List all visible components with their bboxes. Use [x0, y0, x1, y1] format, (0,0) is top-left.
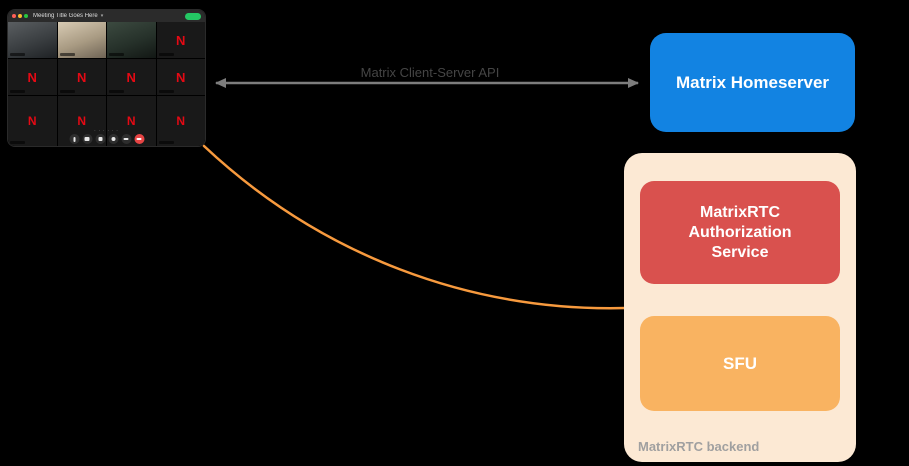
participant-name-pill [59, 53, 75, 56]
close-icon[interactable] [12, 14, 16, 18]
sfu-connection-curve [202, 144, 628, 310]
video-tile [8, 22, 57, 58]
hangup-button[interactable] [134, 134, 144, 144]
video-tile [57, 22, 106, 58]
video-tile: N [107, 59, 156, 95]
video-tile: N [57, 59, 106, 95]
sfu-label: SFU [723, 353, 757, 373]
n-logo-icon: N [176, 32, 186, 48]
n-logo-icon: N [77, 69, 87, 85]
video-tile: N [8, 96, 57, 146]
video-tile: N [156, 22, 205, 58]
control-buttons [69, 134, 144, 144]
zoom-icon[interactable] [24, 14, 28, 18]
sfu-box: SFU [640, 316, 840, 411]
screenshare-icon [98, 137, 102, 141]
pagination-dots: · · · · · · [94, 128, 119, 133]
video-tile-grid: N N N N N N N N N [8, 22, 205, 146]
screenshare-button[interactable] [95, 134, 105, 144]
n-logo-icon: N [126, 69, 136, 85]
mic-icon [73, 136, 75, 142]
hangup-icon [136, 138, 142, 140]
camera-button[interactable] [82, 134, 92, 144]
hand-icon [111, 137, 115, 141]
video-tile: N [156, 59, 205, 95]
participant-name-pill [158, 141, 174, 144]
backend-container-label: MatrixRTC backend [638, 439, 760, 454]
minimize-icon[interactable] [18, 14, 22, 18]
authorization-service-box: MatrixRTC Authorization Service [640, 181, 840, 284]
chevron-down-icon: ▾ [100, 13, 104, 19]
participant-name-pill [59, 90, 75, 93]
window-titlebar: Meeting Title Goes Here ▾ [8, 10, 205, 22]
video-tile [107, 22, 156, 58]
meeting-status-pill[interactable] [185, 12, 201, 20]
n-logo-icon: N [176, 69, 186, 85]
matrix-homeserver-label: Matrix Homeserver [675, 72, 830, 92]
authorization-service-label: MatrixRTC Authorization Service [688, 203, 792, 261]
n-logo-icon: N [27, 69, 37, 85]
mic-button[interactable] [69, 134, 79, 144]
call-controls: · · · · · · [69, 129, 144, 144]
n-logo-icon: N [27, 114, 37, 128]
api-arrow-label: Matrix Client-Server API [360, 65, 500, 80]
n-logo-icon: N [176, 114, 186, 128]
n-logo-icon: N [126, 114, 136, 128]
video-tile: N [156, 96, 205, 146]
participant-name-pill [10, 90, 25, 93]
participant-name-pill [158, 90, 174, 93]
participant-name-pill [158, 53, 174, 56]
matrix-homeserver-box: Matrix Homeserver [650, 33, 855, 132]
matrixrtc-backend-container: MatrixRTC Authorization Service SFU Matr… [624, 153, 856, 462]
video-tile: N [8, 59, 57, 95]
participant-name-pill [109, 90, 124, 93]
participant-name-pill [109, 53, 124, 56]
participant-name-pill [10, 53, 25, 56]
n-logo-icon: N [77, 114, 87, 128]
reactions-button[interactable] [108, 134, 118, 144]
video-call-window: Meeting Title Goes Here ▾ N N N N N N N … [8, 10, 205, 146]
camera-icon [84, 137, 90, 141]
participant-name-pill [10, 141, 25, 144]
window-title: Meeting Title Goes Here [33, 13, 98, 19]
more-button[interactable] [121, 134, 131, 144]
more-icon [123, 138, 129, 140]
